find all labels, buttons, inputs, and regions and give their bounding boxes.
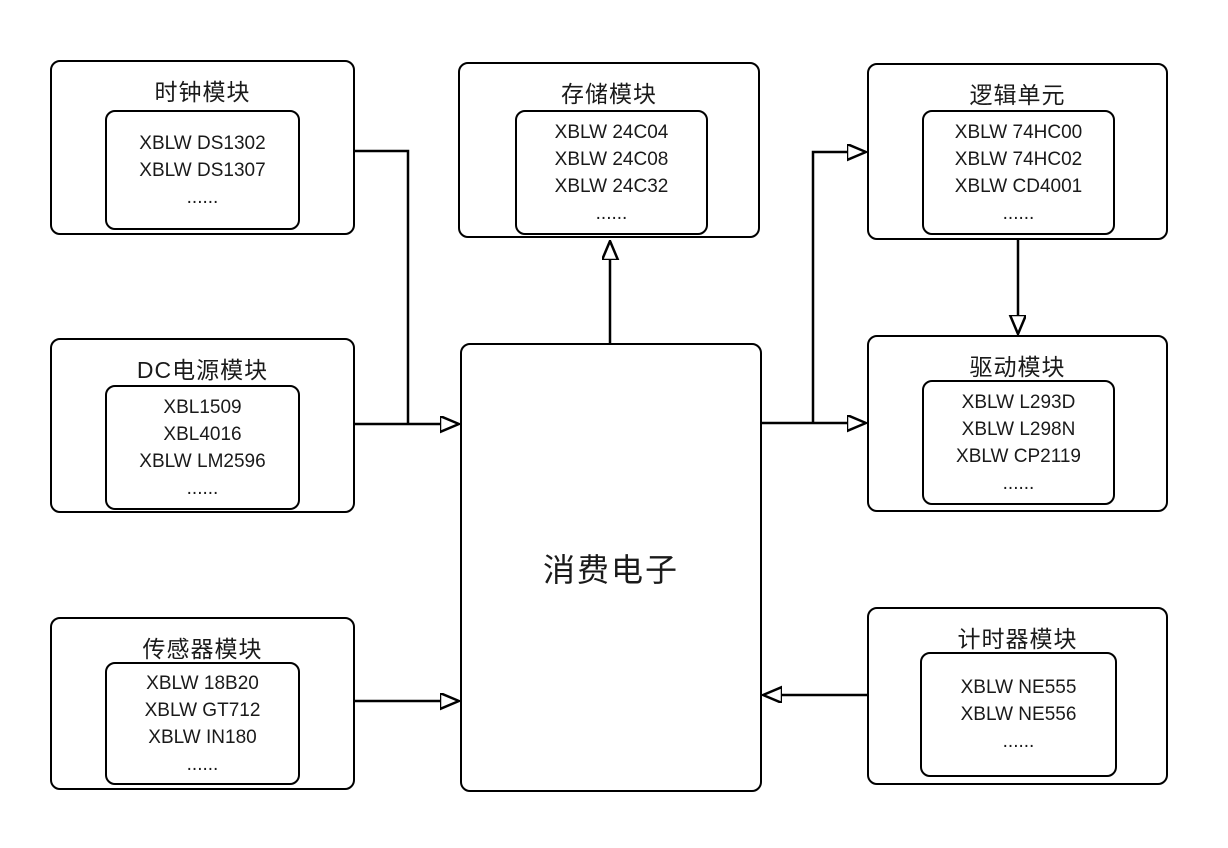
- module-dc-power-chip-list: XBL1509 XBL4016 XBLW LM2596 ......: [105, 385, 300, 510]
- chip-item-ellipsis: ......: [1002, 202, 1035, 224]
- module-storage-title: 存储模块: [561, 81, 657, 107]
- chip-item: XBLW 24C08: [554, 148, 669, 170]
- chip-item-ellipsis: ......: [1002, 731, 1035, 752]
- chip-item: XBLW NE555: [960, 677, 1077, 698]
- center-node-label: 消费电子: [542, 551, 679, 588]
- module-sensor-chip-list: XBLW 18B20 XBLW GT712 XBLW IN180 ......: [105, 662, 300, 785]
- chip-item: XBLW L298N: [961, 418, 1076, 440]
- chip-item: XBL4016: [163, 423, 242, 445]
- chip-item: XBLW IN180: [148, 726, 257, 748]
- center-node-consumer-electronics: 消费电子: [460, 343, 762, 792]
- chip-item: XBLW DS1307: [139, 159, 266, 181]
- chip-item: XBLW L293D: [961, 391, 1076, 413]
- chip-item-ellipsis: ......: [1002, 472, 1035, 494]
- chip-item: XBLW 24C04: [554, 121, 669, 143]
- chip-item: XBLW 18B20: [146, 672, 259, 694]
- connector-clock-elbow: [355, 149, 410, 424]
- chip-item-ellipsis: ......: [186, 753, 219, 775]
- module-logic-title: 逻辑单元: [969, 82, 1066, 108]
- chip-item: XBLW GT712: [144, 699, 261, 721]
- module-timer-chip-list: XBLW NE555 XBLW NE556 ......: [920, 652, 1117, 777]
- chip-item: XBLW 74HC00: [954, 121, 1083, 143]
- connector-branch-to-logic: [811, 152, 848, 423]
- module-sensor-title: 传感器模块: [142, 636, 263, 662]
- module-storage-chip-list: XBLW 24C04 XBLW 24C08 XBLW 24C32 ......: [515, 110, 708, 235]
- chip-item: XBLW 24C32: [554, 175, 669, 197]
- chip-item-ellipsis: ......: [595, 202, 628, 224]
- chip-item: XBLW CD4001: [954, 175, 1083, 197]
- chip-item: XBL1509: [163, 396, 242, 418]
- module-logic-chip-list: XBLW 74HC00 XBLW 74HC02 XBLW CD4001 ....…: [922, 110, 1115, 235]
- module-clock-title: 时钟模块: [154, 79, 251, 105]
- chip-item: XBLW CP2119: [956, 445, 1081, 467]
- module-clock-chip-list: XBLW DS1302 XBLW DS1307 ......: [105, 110, 300, 230]
- chip-item: XBLW NE556: [960, 704, 1077, 725]
- chip-item: XBLW 74HC02: [954, 148, 1083, 170]
- chip-item: XBLW DS1302: [139, 132, 266, 154]
- module-dc-power-title: DC电源模块: [136, 357, 269, 383]
- chip-item-ellipsis: ......: [186, 186, 219, 208]
- module-driver-chip-list: XBLW L293D XBLW L298N XBLW CP2119 ......: [922, 380, 1115, 505]
- chip-item-ellipsis: ......: [186, 477, 219, 499]
- module-driver-title: 驱动模块: [969, 354, 1066, 380]
- chip-item: XBLW LM2596: [139, 450, 266, 472]
- module-timer-title: 计时器模块: [957, 626, 1078, 652]
